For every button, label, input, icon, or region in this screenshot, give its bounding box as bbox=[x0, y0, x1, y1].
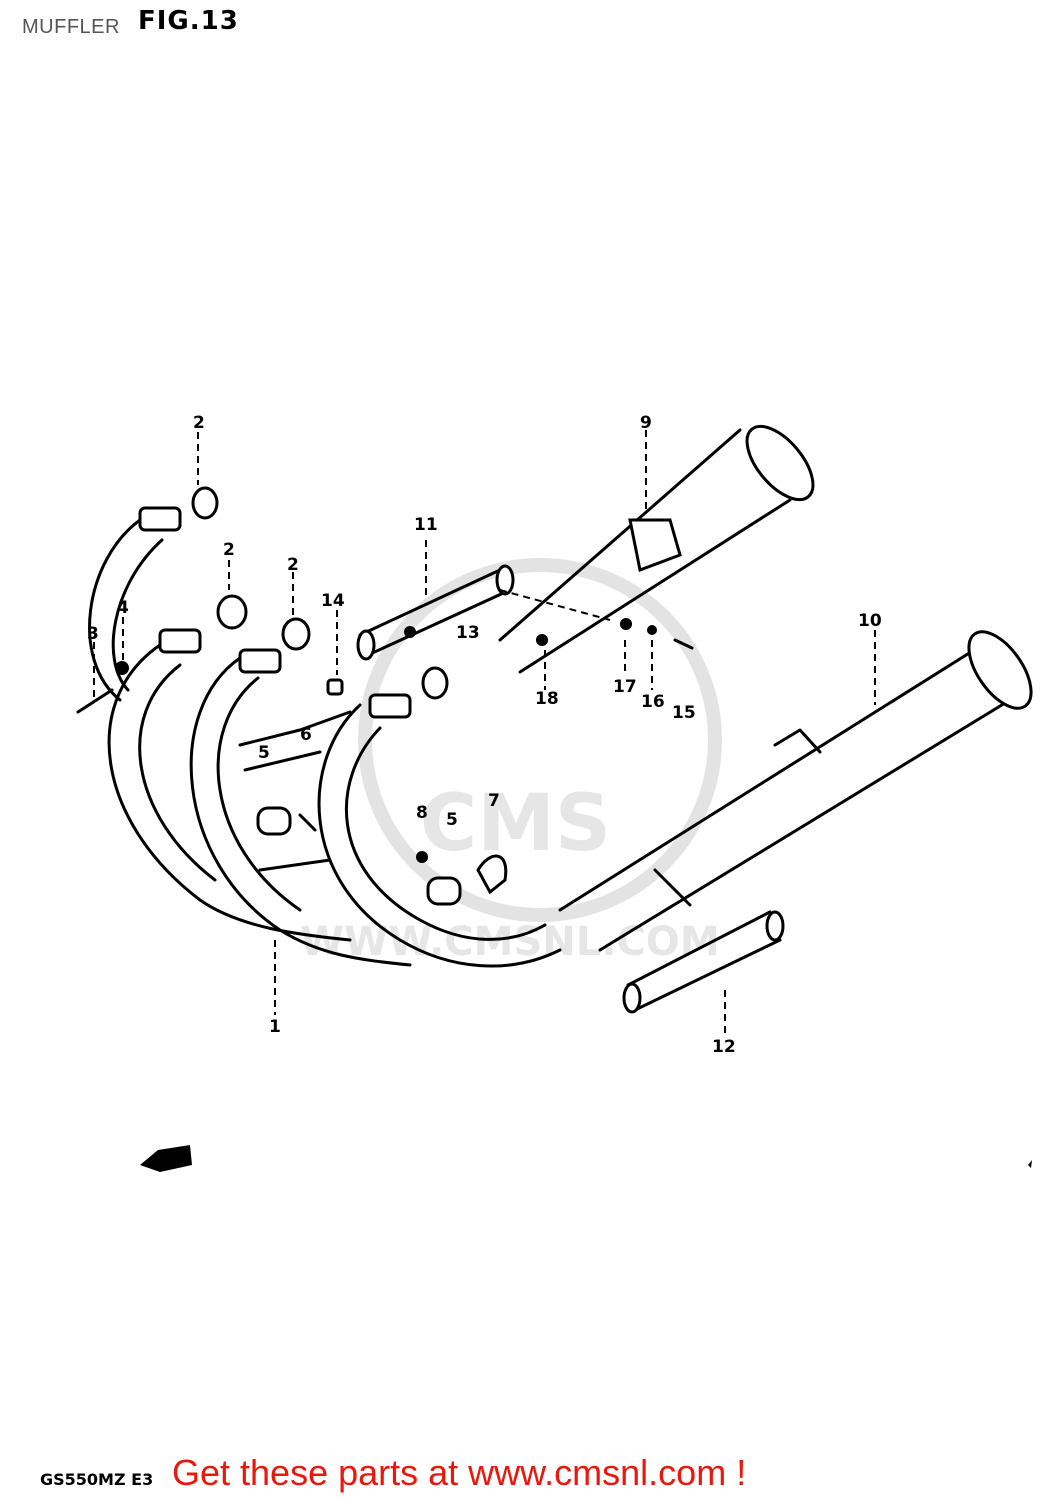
callout-label: 5 bbox=[446, 810, 458, 830]
watermark: CMS WWW.CMSNL.COM bbox=[300, 558, 722, 965]
callout-label: 12 bbox=[712, 1037, 736, 1057]
figure-title: FIG.13 bbox=[138, 6, 239, 36]
callout-label: 18 bbox=[535, 689, 559, 709]
callout-label: 17 bbox=[613, 677, 637, 697]
model-code: GS550MZ E3 bbox=[40, 1470, 154, 1489]
callout-label: 1 bbox=[269, 1017, 281, 1037]
cta-link[interactable]: Get these parts at www.cmsnl.com ! bbox=[172, 1452, 747, 1493]
callout-label: 5 bbox=[258, 743, 270, 763]
callout-label: 15 bbox=[672, 703, 696, 723]
callout-numbers: 2 2 2 3 4 5 5 6 7 8 9 10 11 12 13 14 15 … bbox=[87, 413, 882, 1057]
callout-label: 16 bbox=[641, 692, 665, 712]
watermark-site: WWW.CMSNL.COM bbox=[300, 919, 720, 965]
callout-label: 11 bbox=[414, 515, 438, 535]
small-parts bbox=[76, 486, 694, 906]
callout-label: 2 bbox=[193, 413, 205, 433]
callout-label: 2 bbox=[287, 555, 299, 575]
callout-label: 9 bbox=[640, 413, 652, 433]
callout-label: 4 bbox=[117, 598, 129, 618]
mufflers bbox=[356, 424, 1033, 1014]
callout-label: 3 bbox=[87, 624, 99, 644]
callout-label: 7 bbox=[488, 791, 500, 811]
exhaust-pipes bbox=[88, 518, 562, 968]
callout-label: 14 bbox=[321, 591, 345, 611]
callout-label: 13 bbox=[456, 623, 480, 643]
callout-label: 6 bbox=[300, 725, 312, 745]
callout-label: 10 bbox=[858, 611, 882, 631]
front-arrow-icon bbox=[140, 1145, 192, 1172]
callout-label: 2 bbox=[223, 540, 235, 560]
stray-mark bbox=[1028, 1160, 1032, 1168]
diagram-caption: MUFFLER bbox=[22, 16, 120, 38]
watermark-brand: CMS bbox=[420, 779, 611, 869]
leader-lines bbox=[93, 430, 876, 1035]
callout-label: 8 bbox=[416, 803, 428, 823]
